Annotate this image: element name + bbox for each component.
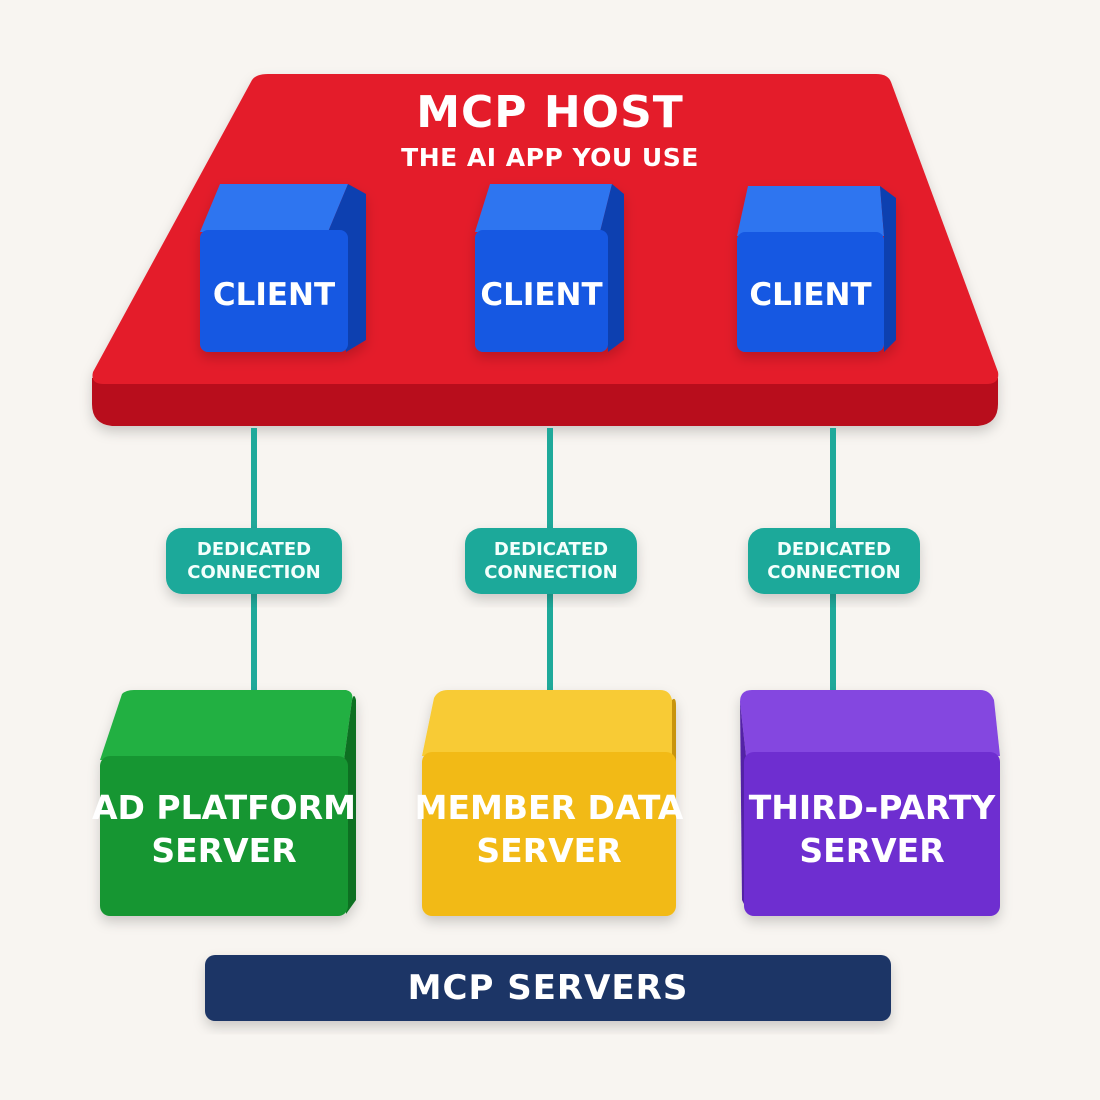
client-cube bbox=[475, 184, 624, 352]
client-label: CLIENT bbox=[480, 277, 603, 314]
host-subtitle: THE AI APP YOU USE bbox=[401, 142, 699, 172]
client-label: CLIENT bbox=[749, 277, 872, 314]
server-label: THIRD-PARTY SERVER bbox=[744, 775, 1000, 885]
connection-label: DEDICATED CONNECTION bbox=[166, 529, 342, 593]
client-label: CLIENT bbox=[212, 277, 336, 314]
server-label-line: SERVER bbox=[799, 831, 945, 870]
server-blocks bbox=[100, 690, 1000, 916]
connection-label-line: CONNECTION bbox=[484, 562, 618, 583]
connection-pill bbox=[465, 528, 637, 594]
server-label-line: THIRD-PARTY bbox=[748, 788, 996, 828]
connection-label-line: CONNECTION bbox=[187, 562, 321, 583]
connection-label-line: CONNECTION bbox=[767, 562, 901, 583]
server-block-third-party bbox=[740, 690, 1000, 916]
server-label: AD PLATFORM SERVER bbox=[92, 775, 356, 885]
mcp-servers-bar bbox=[205, 955, 891, 1021]
server-label: MEMBER DATA SERVER bbox=[415, 775, 684, 885]
connection-label: DEDICATED CONNECTION bbox=[465, 529, 637, 593]
host-title: MCP HOST bbox=[416, 86, 684, 138]
connection-pill bbox=[748, 528, 920, 594]
connection-label: DEDICATED CONNECTION bbox=[748, 529, 920, 593]
connection-label-line: DEDICATED bbox=[196, 538, 312, 560]
mcp-servers-label: MCP SERVERS bbox=[407, 968, 689, 1009]
client-cube bbox=[200, 184, 366, 352]
server-block-member-data bbox=[422, 690, 676, 916]
connection-pill bbox=[166, 528, 342, 594]
connection-label-line: DEDICATED bbox=[493, 538, 609, 560]
server-label-line: MEMBER DATA bbox=[414, 788, 684, 828]
server-label-line: AD PLATFORM bbox=[92, 788, 356, 828]
server-label-line: SERVER bbox=[151, 831, 297, 870]
connection-label-line: DEDICATED bbox=[776, 538, 892, 560]
connection-pills bbox=[166, 528, 920, 594]
client-cubes bbox=[200, 184, 896, 352]
client-cube bbox=[737, 186, 896, 352]
server-block-ad-platform bbox=[100, 690, 356, 916]
server-label-line: SERVER bbox=[476, 831, 622, 870]
